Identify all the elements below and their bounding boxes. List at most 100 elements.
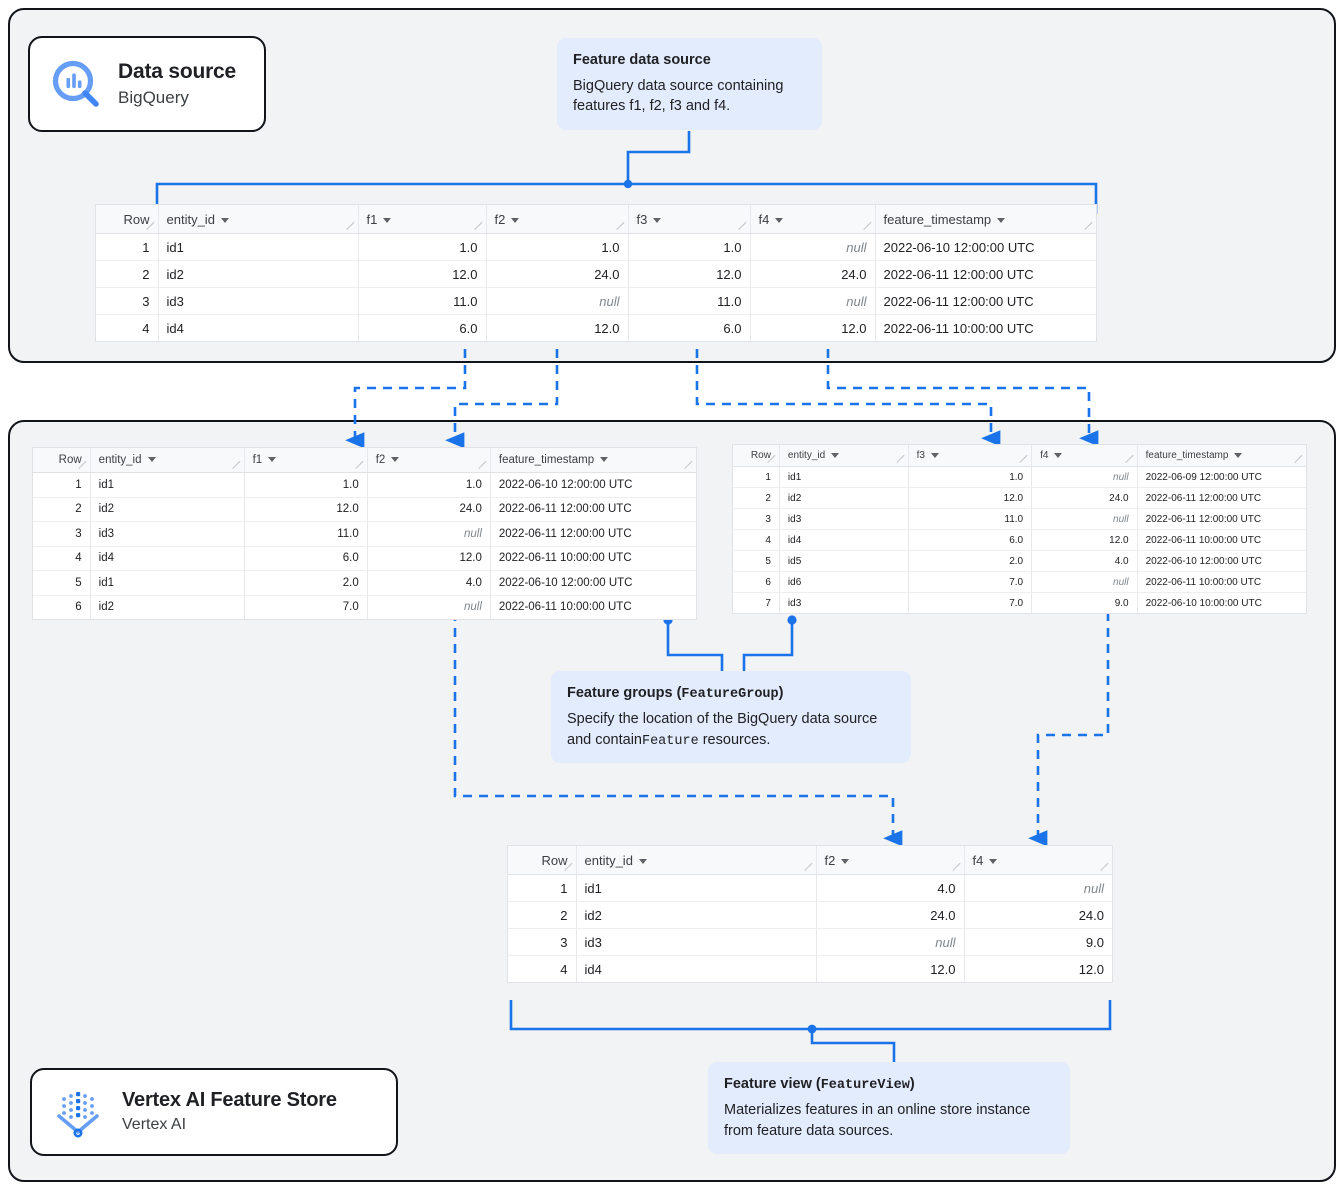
column-header-entity_id[interactable]: entity_id [90,448,245,473]
chevron-down-icon[interactable] [383,217,392,223]
column-resize-grip-icon[interactable] [864,222,873,231]
chevron-down-icon[interactable] [841,858,850,864]
column-header-f3[interactable]: f3 [628,205,751,234]
table-cell-feature_timestamp: 2022-06-11 12:00:00 UTC [1137,487,1306,509]
column-header-f1[interactable]: f1 [244,448,368,473]
chevron-down-icon[interactable] [831,452,840,458]
column-header-row[interactable]: Row [508,846,577,875]
column-resize-grip-icon[interactable] [1085,222,1094,231]
column-header-feature_timestamp[interactable]: feature_timestamp [1137,445,1306,467]
column-resize-grip-icon[interactable] [805,863,814,872]
column-resize-grip-icon[interactable] [233,461,242,470]
table-cell-f3: 7.0 [908,571,1033,593]
column-header-f4[interactable]: f4 [964,846,1112,875]
chevron-down-icon[interactable] [268,457,277,463]
chevron-down-icon[interactable] [775,217,784,223]
column-header-row[interactable]: Row [96,205,159,234]
column-header-label: f4 [1040,450,1049,461]
column-header-entity_id[interactable]: entity_id [576,846,817,875]
table-cell-f2: 24.0 [367,497,491,522]
chevron-down-icon[interactable] [989,858,998,864]
chevron-down-icon[interactable] [147,457,156,463]
column-resize-grip-icon[interactable] [1126,455,1135,464]
chevron-down-icon[interactable] [600,457,609,463]
column-header-label: Row [123,211,150,227]
chevron-down-icon[interactable] [220,217,229,223]
column-header-f1[interactable]: f1 [358,205,487,234]
column-resize-grip-icon[interactable] [768,455,777,464]
column-resize-grip-icon[interactable] [617,222,626,231]
column-resize-grip-icon[interactable] [1101,863,1110,872]
feature-store-card-text: Vertex AI Feature Store Vertex AI [122,1089,337,1135]
table-cell-row: 1 [33,472,91,498]
column-resize-grip-icon[interactable] [565,863,574,872]
column-header-row[interactable]: Row [733,445,780,467]
column-header-feature_timestamp[interactable]: feature_timestamp [490,448,696,473]
column-header-label: feature_timestamp [498,454,595,466]
callout-feature-view-title: Feature view (FeatureView) [724,1075,1054,1095]
column-header-f4[interactable]: f4 [1031,445,1138,467]
column-header-row[interactable]: Row [33,448,91,473]
callout-feature-view-title-close: ) [909,1076,915,1092]
chevron-down-icon[interactable] [653,217,662,223]
chevron-down-icon[interactable] [391,457,400,463]
column-resize-grip-icon[interactable] [897,455,906,464]
chevron-down-icon[interactable] [931,452,939,458]
chevron-down-icon[interactable] [997,217,1006,223]
chevron-down-icon[interactable] [1234,452,1243,458]
column-header-label: entity_id [98,454,142,466]
column-header-f3[interactable]: f3 [908,445,1033,467]
column-header-feature_timestamp[interactable]: feature_timestamp [875,205,1096,234]
column-resize-grip-icon[interactable] [475,222,484,231]
callout-feature-groups-body-b: resources. [698,731,771,748]
table-cell-entity_id: id3 [779,508,909,530]
column-resize-grip-icon[interactable] [1020,455,1029,464]
column-header-entity_id[interactable]: entity_id [779,445,909,467]
column-resize-grip-icon[interactable] [739,222,748,231]
column-resize-grip-icon[interactable] [347,222,356,231]
chevron-down-icon[interactable] [638,858,647,864]
column-resize-grip-icon[interactable] [953,863,962,872]
column-header-f2[interactable]: f2 [816,846,965,875]
column-header-entity_id[interactable]: entity_id [158,205,359,234]
column-resize-grip-icon[interactable] [479,461,488,470]
column-resize-grip-icon[interactable] [1295,455,1304,464]
column-header-f2[interactable]: f2 [367,448,491,473]
chevron-down-icon[interactable] [511,217,520,223]
column-resize-grip-icon[interactable] [356,461,365,470]
column-resize-grip-icon[interactable] [685,461,694,470]
column-resize-grip-icon[interactable] [79,461,88,470]
column-header-f2[interactable]: f2 [486,205,629,234]
chevron-down-icon[interactable] [1054,452,1063,458]
column-header-label: f3 [636,211,648,227]
column-header-f4[interactable]: f4 [750,205,876,234]
table-cell-feature_timestamp: 2022-06-10 12:00:00 UTC [875,233,1096,261]
column-resize-grip-icon[interactable] [147,222,156,231]
